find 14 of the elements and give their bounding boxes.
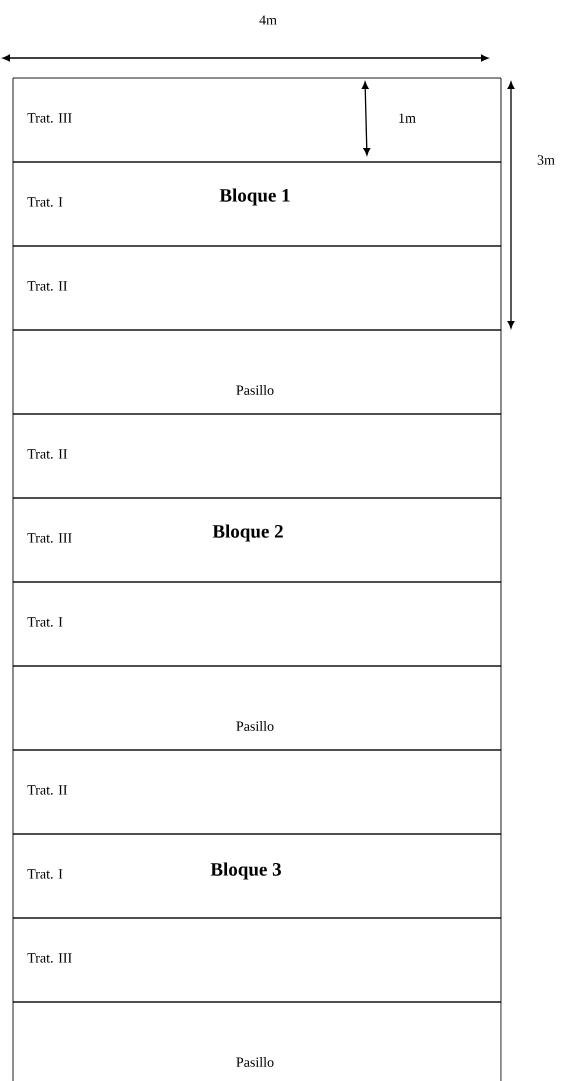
- plot-row: Trat. II: [12, 749, 502, 835]
- plot-row: Pasillo: [12, 329, 502, 415]
- plot-row: Trat. II: [12, 413, 502, 499]
- dimension-label: 1m: [399, 113, 416, 123]
- plot-row: Pasillo: [12, 665, 502, 751]
- dimension-label: 3m: [537, 155, 555, 165]
- block-label: Bloque 3: [210, 862, 281, 880]
- plot-row: Trat. II: [12, 245, 502, 331]
- block-label: Bloque 1: [219, 188, 290, 206]
- block-label: Bloque 2: [212, 524, 283, 542]
- plot-row: Trat. III: [12, 917, 502, 1003]
- plot-row: Trat. I: [12, 581, 502, 667]
- plot-row: Pasillo: [12, 1001, 502, 1081]
- dimension-label: 4m: [259, 15, 277, 25]
